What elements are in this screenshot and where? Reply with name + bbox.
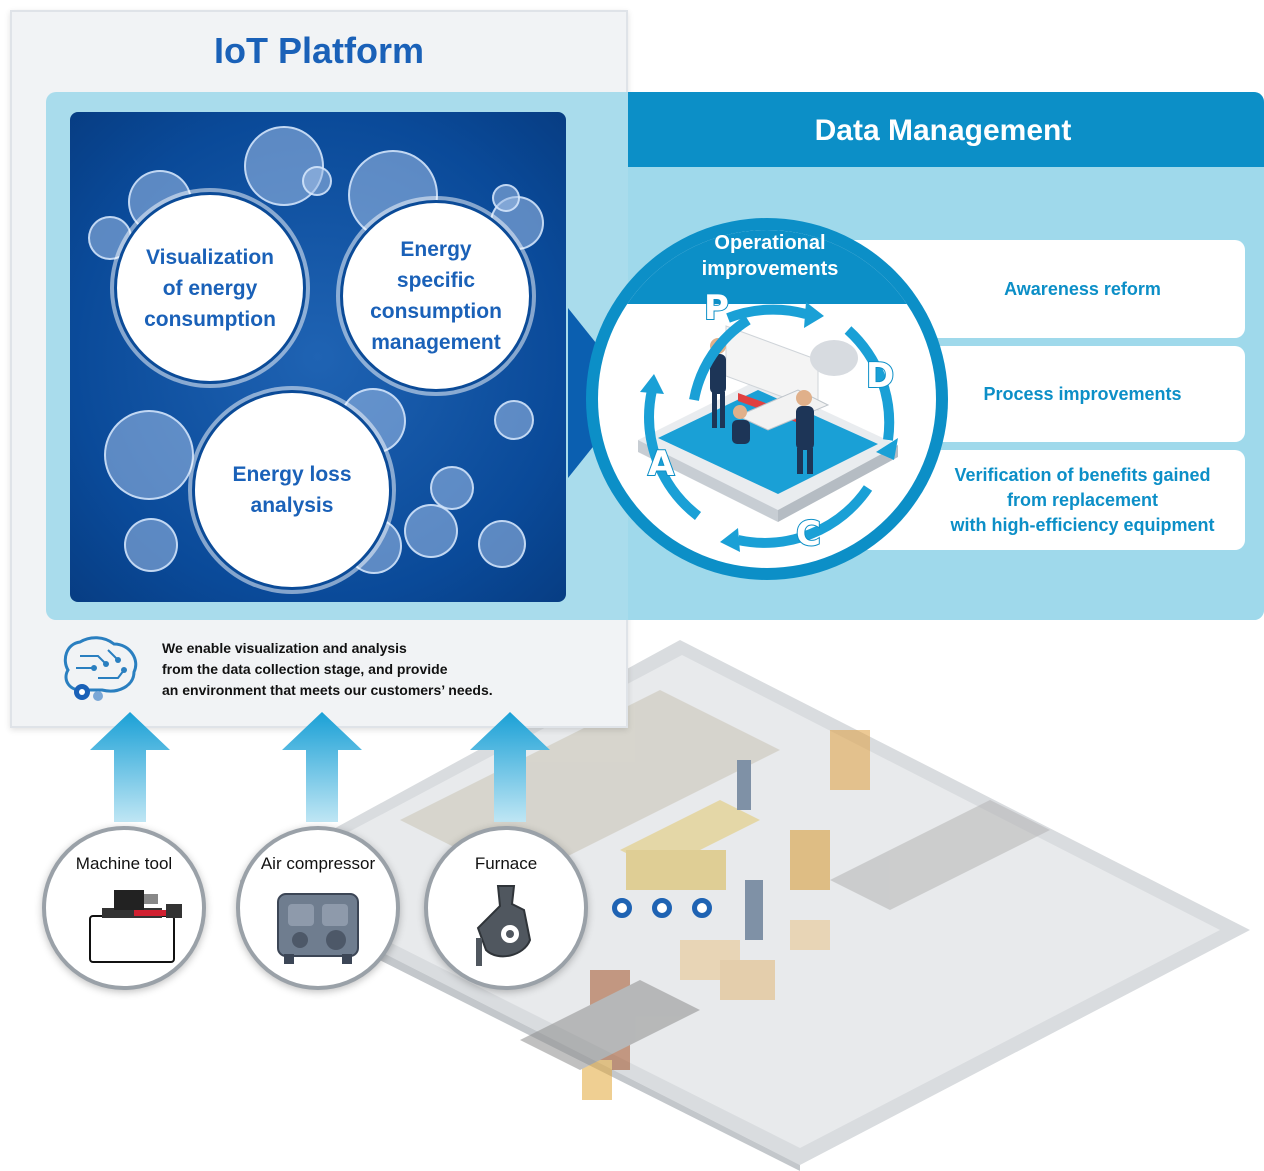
decor-bubble (494, 400, 534, 440)
statement-line: an environment that meets our customers’… (162, 682, 493, 698)
decor-bubble (302, 166, 332, 196)
more-equipment-dot (692, 898, 712, 918)
improvement-label: Verification of benefits gained (954, 464, 1211, 485)
pdca-inner (598, 230, 936, 568)
pdca-letter-a: A (647, 443, 675, 485)
statement-line: We enable visualization and analysis (162, 640, 407, 656)
decor-bubble (492, 184, 520, 212)
feature-specific-consumption-circle: Energy specific consumption management (340, 200, 532, 392)
feature-visualization-circle: Visualization of energy consumption (114, 192, 306, 384)
data-management-header (628, 92, 1264, 167)
pdca-letter-p: P (703, 287, 730, 329)
decor-bubble (104, 410, 194, 500)
equipment-label: Furnace (474, 854, 538, 873)
pdca-letter-d: D (865, 355, 895, 397)
improvement-label: with high-efficiency equipment (950, 514, 1215, 535)
pdca-title: Operational improvements (680, 230, 860, 282)
data-flow-arrow-icon (470, 712, 550, 822)
feature-energy-loss-circle: Energy loss analysis (192, 390, 392, 590)
pdca-title-line: Operational (714, 232, 826, 254)
decor-bubble (124, 518, 178, 572)
feature-label: Energy loss analysis (232, 463, 352, 517)
machine-tool-icon (89, 890, 182, 963)
equipment-label: Machine tool (75, 854, 173, 873)
data-flow-arrow-icon (282, 712, 362, 822)
platform-statement: We enable visualization and analysis fro… (162, 638, 602, 701)
improvement-label: from replacement (1006, 489, 1159, 510)
air-compressor-icon (277, 893, 359, 964)
furnace-icon (476, 885, 532, 966)
statement-line: from the data collection stage, and prov… (162, 661, 448, 677)
equipment-label: Air compressor (260, 854, 376, 873)
data-management-title: Data Management (814, 114, 1072, 147)
data-flow-arrow-icon (90, 712, 170, 822)
improvement-label: Awareness reform (1004, 278, 1161, 299)
iot-platform-title: IoT Platform (213, 30, 424, 71)
more-equipment-dot (612, 898, 632, 918)
more-equipment-dot (652, 898, 672, 918)
decor-bubble (88, 216, 132, 260)
pdca-title-line: improvements (701, 258, 839, 280)
equipment-furnace (424, 826, 588, 990)
feature-label: Visualization of energy consumption (144, 245, 276, 331)
improvement-label: Process improvements (983, 383, 1182, 404)
equipment-air-compressor (236, 826, 400, 990)
decor-bubble (430, 466, 474, 510)
decor-bubble (404, 504, 458, 558)
ai-brain-icon (63, 636, 138, 701)
control-room-illustration (598, 230, 936, 552)
feature-label: Energy specific consumption management (370, 238, 502, 354)
pdca-letter-c: C (795, 513, 822, 555)
decor-bubble (478, 520, 526, 568)
